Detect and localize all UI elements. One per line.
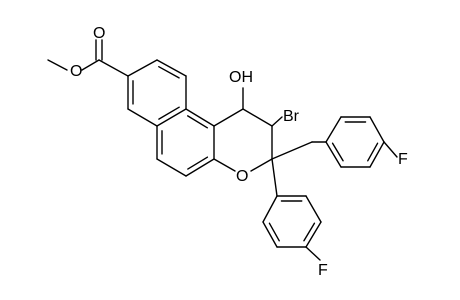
bond-phenyl-bottom-f [305, 246, 321, 261]
bond-c2-phenyl-top [271, 141, 313, 160]
label-ester-ether-o: O [70, 63, 82, 80]
ring-a-edge-2 [156, 108, 187, 127]
ring-a-edge-3 [127, 108, 158, 127]
phenyl-bottom-edge-4 [262, 221, 278, 248]
bond-lines [47, 39, 398, 261]
phenyl-top-db-3 [331, 142, 344, 162]
ring-b-db-1 [187, 115, 209, 129]
ring-a-db-1 [158, 65, 180, 79]
ring-a-db-2 [158, 106, 180, 120]
bond-o-methyl [47, 59, 68, 71]
phenyl-bottom-db-2 [303, 222, 316, 242]
bond-phenyl-top-f [383, 141, 398, 158]
phenyl-bottom-edge-5 [262, 195, 278, 223]
label-fluorine-bottom: F [318, 262, 328, 279]
phenyl-top-edge-2 [369, 116, 385, 143]
ring-b-edge-3 [156, 158, 187, 177]
pyran-c4a-c4 [213, 108, 244, 127]
bond-ring-ester-c [98, 59, 129, 77]
label-hydroxyl: OH [229, 69, 253, 86]
bond-c3-br [271, 116, 283, 127]
ring-a-edge-5 [127, 59, 158, 77]
ring-b-edge-0 [185, 108, 215, 127]
label-ring-oxygen: O [236, 168, 248, 185]
ring-a-edge-0 [156, 59, 187, 77]
atom-labels: O O OH Br O F F [70, 25, 408, 279]
pyran-c4-c3 [242, 108, 273, 127]
ring-b-edge-2 [185, 158, 215, 177]
bond-ester-c-o [81, 59, 100, 71]
phenyl-bottom-edge-1 [305, 195, 322, 223]
phenyl-top-db-2 [367, 142, 379, 162]
label-ester-carbonyl-o: O [93, 25, 105, 42]
phenyl-top-edge-0 [325, 116, 342, 143]
phenyl-top-edge-5 [325, 141, 342, 168]
label-bromine: Br [283, 108, 300, 125]
phenyl-bottom-db-3 [268, 222, 280, 242]
pyran-o-c8a [213, 158, 236, 172]
phenyl-bottom-edge-2 [305, 221, 322, 248]
pyran-c2-o [250, 158, 273, 172]
bond-c2-phenyl-bottom [271, 158, 278, 197]
phenyl-top-edge-3 [369, 141, 385, 168]
ring-b-db-2 [187, 156, 209, 170]
label-fluorine-top: F [398, 151, 408, 168]
